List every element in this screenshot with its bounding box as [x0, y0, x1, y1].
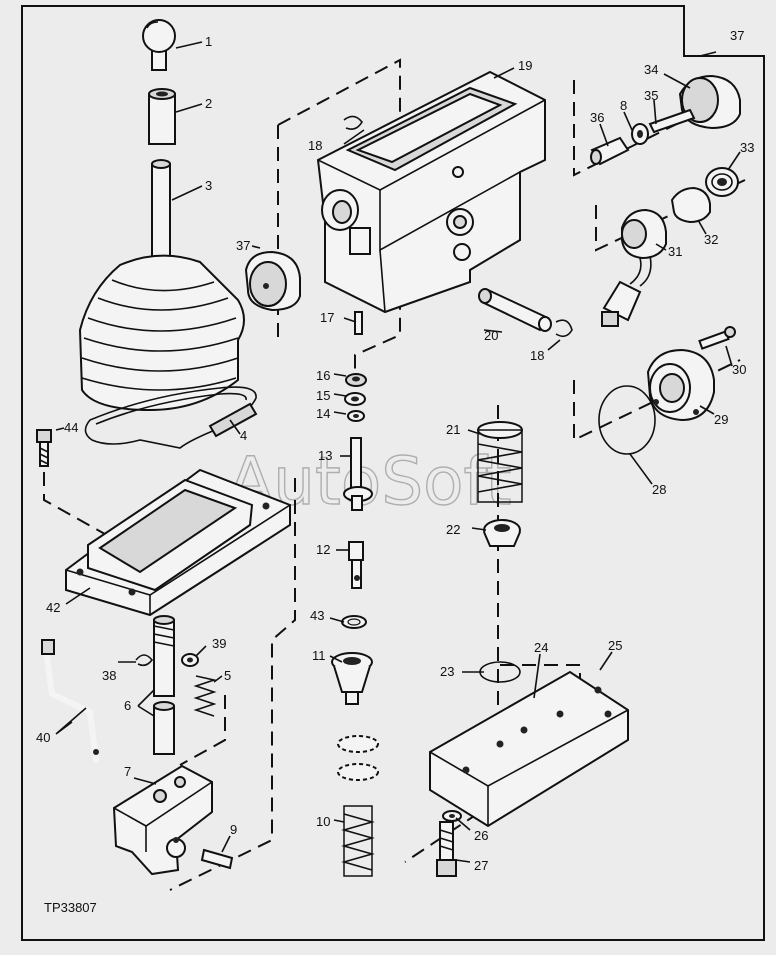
callout-8: 8 — [620, 98, 627, 113]
part-38-clip — [135, 654, 154, 667]
dashed-outline-bolt — [43, 472, 131, 549]
callout-37-left: 37 — [236, 238, 250, 253]
dashed-outline-center — [404, 405, 499, 863]
part-2-sleeve — [148, 88, 176, 145]
callout-2: 2 — [205, 96, 212, 111]
part-14-washer — [347, 410, 365, 422]
part-33-cap — [705, 167, 739, 197]
callout-32: 32 — [704, 232, 718, 247]
part-7-lever-arm — [112, 764, 213, 876]
callout-4: 4 — [240, 428, 247, 443]
callout-40: 40 — [36, 730, 50, 745]
part-15-washer — [344, 392, 366, 406]
part-10-spring — [341, 805, 375, 877]
leader-lines — [55, 41, 741, 863]
callout-9: 9 — [230, 822, 237, 837]
part-40-tube — [41, 639, 99, 763]
callout-37-top: 37 — [730, 28, 744, 43]
part-43-o-ring — [341, 615, 367, 629]
callout-25: 25 — [608, 638, 622, 653]
dashed-outline-pins — [179, 695, 226, 766]
part-22-retainer — [483, 519, 521, 547]
callout-15: 15 — [316, 388, 330, 403]
callout-3: 3 — [205, 178, 212, 193]
callout-labels: 1 2 3 4 5 6 7 8 9 10 11 12 13 14 15 16 1… — [36, 28, 754, 873]
callout-26: 26 — [474, 828, 488, 843]
part-21-spring — [477, 421, 523, 503]
callout-43: 43 — [310, 608, 324, 623]
callout-44: 44 — [64, 420, 78, 435]
part-20-pin — [478, 288, 552, 332]
callout-21: 21 — [446, 422, 460, 437]
part-31-solenoid — [601, 208, 667, 327]
part-18-clip-lower — [555, 319, 573, 338]
part-35-shaft — [648, 108, 696, 134]
part-29-flange — [646, 348, 715, 422]
part-6-pin-lower — [153, 701, 175, 755]
callout-39: 39 — [212, 636, 226, 651]
part-1-knob — [142, 19, 176, 71]
callout-18-upper: 18 — [308, 138, 322, 153]
part-3-lever-boot — [78, 159, 245, 412]
part-27-bolt — [436, 821, 457, 877]
callout-20: 20 — [484, 328, 498, 343]
callout-33: 33 — [740, 140, 754, 155]
callout-35: 35 — [644, 88, 658, 103]
part-13-spool — [343, 437, 373, 511]
callout-30: 30 — [732, 362, 746, 377]
part-37-bushing-left — [244, 250, 301, 312]
part-32-disc — [670, 186, 711, 224]
part-28-o-ring — [598, 385, 656, 455]
part-42-mounting-plate — [65, 468, 291, 617]
part-11-seat — [331, 652, 373, 705]
callout-11: 11 — [312, 648, 326, 663]
callout-24: 24 — [534, 640, 548, 655]
callout-38: 38 — [102, 668, 116, 683]
callout-7: 7 — [124, 764, 131, 779]
callout-10: 10 — [316, 814, 330, 829]
callout-28: 28 — [652, 482, 666, 497]
part-4-strap — [84, 386, 258, 449]
part-6-pin-upper — [153, 615, 175, 697]
callout-17: 17 — [320, 310, 334, 325]
part-17-roll-pin — [354, 311, 363, 335]
part-19-housing — [316, 70, 546, 314]
callout-23: 23 — [440, 664, 454, 679]
callout-5: 5 — [224, 668, 231, 683]
callout-22: 22 — [446, 522, 460, 537]
callout-6: 6 — [124, 698, 131, 713]
part-10-shims — [337, 735, 379, 781]
reference-code: TP33807 — [44, 900, 97, 915]
callout-13: 13 — [318, 448, 332, 463]
callout-1: 1 — [205, 34, 212, 49]
callout-34: 34 — [644, 62, 658, 77]
callout-12: 12 — [316, 542, 330, 557]
part-5-spring — [193, 675, 217, 717]
part-44-bolt — [36, 429, 52, 467]
part-36-coupler — [590, 136, 630, 166]
dashed-outline-upper — [277, 58, 401, 370]
callout-16: 16 — [316, 368, 330, 383]
callout-42: 42 — [46, 600, 60, 615]
callout-27: 27 — [474, 858, 488, 873]
callout-31: 31 — [668, 244, 682, 259]
part-39-nut — [181, 653, 199, 667]
callout-36: 36 — [590, 110, 604, 125]
callout-14: 14 — [316, 406, 330, 421]
part-30-screw — [698, 326, 736, 350]
part-16-nut — [345, 373, 367, 387]
part-18-clip-upper — [343, 115, 363, 130]
part-25-valve-plate — [429, 670, 629, 828]
callout-19: 19 — [518, 58, 532, 73]
callout-18-lower: 18 — [530, 348, 544, 363]
part-9-pin — [200, 848, 234, 870]
callout-29: 29 — [714, 412, 728, 427]
part-12-plunger — [348, 541, 364, 589]
part-8-washer — [631, 123, 649, 145]
dashed-outline-left — [169, 478, 296, 891]
